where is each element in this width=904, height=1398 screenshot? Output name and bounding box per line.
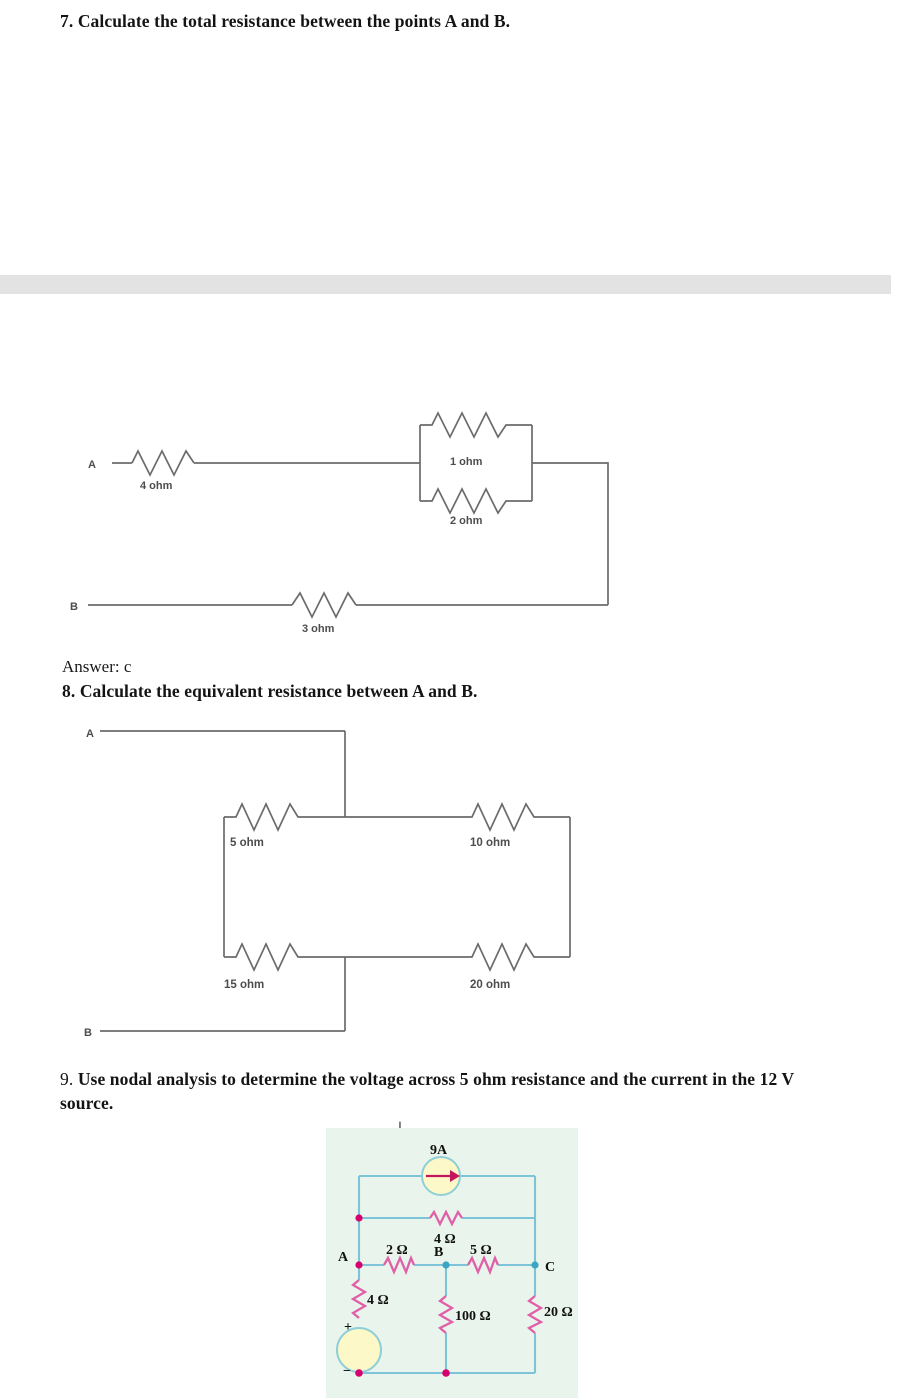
resistor-3-ohm-symbol: [291, 591, 357, 619]
circuit-q7-terminal-b-label: B: [70, 601, 78, 613]
question-9-number: 9.: [60, 1069, 74, 1089]
resistor-4-ohm-left-symbol: [350, 1279, 368, 1319]
resistor-1-ohm-symbol: [420, 411, 532, 439]
circuit-q9-label-2-ohm: 2 Ω: [386, 1243, 408, 1258]
question-8-heading: 8. Calculate the equivalent resistance b…: [62, 680, 882, 704]
voltage-source-minus-label: −: [343, 1364, 351, 1379]
circuit-q9-node-c-label: C: [545, 1260, 555, 1275]
circuit-q9-label-9a: 9A: [430, 1143, 448, 1158]
node-dot-bottom-left: [355, 1369, 363, 1377]
circuit-q9-label-100-ohm: 100 Ω: [455, 1309, 491, 1324]
question-9-heading: 9. Use nodal analysis to determine the v…: [60, 1068, 825, 1115]
circuit-q9-node-b-label: B: [434, 1245, 443, 1260]
resistor-4-ohm-top-symbol: [429, 1209, 463, 1227]
wire-right-return: [532, 462, 609, 605]
resistor-5-ohm-symbol: [467, 1254, 500, 1276]
resistor-20-ohm-symbol: [345, 941, 570, 973]
question-7-text: Calculate the total resistance between t…: [77, 11, 511, 31]
circuit-q7-label-4-ohm: 4 ohm: [140, 480, 173, 492]
node-dot-bottom-mid: [442, 1369, 450, 1377]
resistor-20-ohm-symbol: [526, 1295, 544, 1334]
circuit-q8-terminal-a-label: A: [86, 728, 94, 740]
resistor-4-ohm-symbol: [131, 449, 195, 477]
circuit-diagram-q7: A B 4 ohm 1 ohm 2 ohm 3 ohm: [70, 405, 630, 645]
node-dot-a: [355, 1261, 363, 1269]
circuit-q9-label-20-ohm: 20 Ω: [544, 1305, 573, 1320]
circuit-q9-label-5-ohm: 5 Ω: [470, 1243, 492, 1258]
circuit-q8-label-15-ohm: 15 ohm: [224, 979, 264, 991]
resistor-2-ohm-symbol: [420, 487, 532, 515]
node-dot-c: [531, 1261, 539, 1269]
question-8-number: 8.: [62, 681, 76, 701]
resistor-2-ohm-symbol: [383, 1254, 416, 1276]
circuit-q8-label-20-ohm: 20 ohm: [470, 979, 510, 991]
circuit-diagram-q9: + − 9A 4 Ω A B C 2 Ω 5 Ω 4 Ω 100 Ω 20 Ω: [326, 1128, 578, 1398]
answer-q7: Answer: c: [62, 657, 131, 677]
voltage-source-plus-label: +: [344, 1320, 352, 1335]
question-7-number: 7.: [60, 11, 74, 31]
node-dot-top-left: [355, 1214, 363, 1222]
circuit-q7-label-2-ohm: 2 ohm: [450, 515, 483, 527]
circuit-q8-terminal-b-label: B: [84, 1027, 92, 1039]
circuit-q9-label-4-ohm-left: 4 Ω: [367, 1293, 389, 1308]
answer-q7-text: Answer: c: [62, 657, 132, 676]
node-dot-b: [442, 1261, 450, 1269]
question-8-text: Calculate the equivalent resistance betw…: [79, 681, 478, 701]
circuit-q9-node-a-label: A: [338, 1250, 349, 1265]
question-7-heading: 7. Calculate the total resistance betwee…: [60, 10, 880, 34]
circuit-q7-terminal-a-label: A: [88, 459, 96, 471]
resistor-10-ohm-symbol: [345, 801, 570, 833]
resistor-5-ohm-symbol: [224, 801, 345, 833]
page-separator-band: [0, 275, 891, 294]
circuit-q8-label-10-ohm: 10 ohm: [470, 837, 510, 849]
current-source-arrow-icon: [426, 1170, 460, 1182]
question-9-text: Use nodal analysis to determine the volt…: [60, 1069, 794, 1113]
circuit-q9-label-4-ohm-top: 4 Ω: [434, 1232, 456, 1247]
circuit-q8-label-5-ohm: 5 ohm: [230, 837, 264, 849]
circuit-q7-label-3-ohm: 3 ohm: [302, 623, 335, 635]
circuit-diagram-q8: A B 5 ohm 10 ohm 15 ohm 20 ohm: [72, 718, 622, 1043]
resistor-15-ohm-symbol: [224, 941, 345, 973]
resistor-100-ohm-symbol: [437, 1295, 455, 1334]
circuit-q7-label-1-ohm: 1 ohm: [450, 456, 483, 468]
